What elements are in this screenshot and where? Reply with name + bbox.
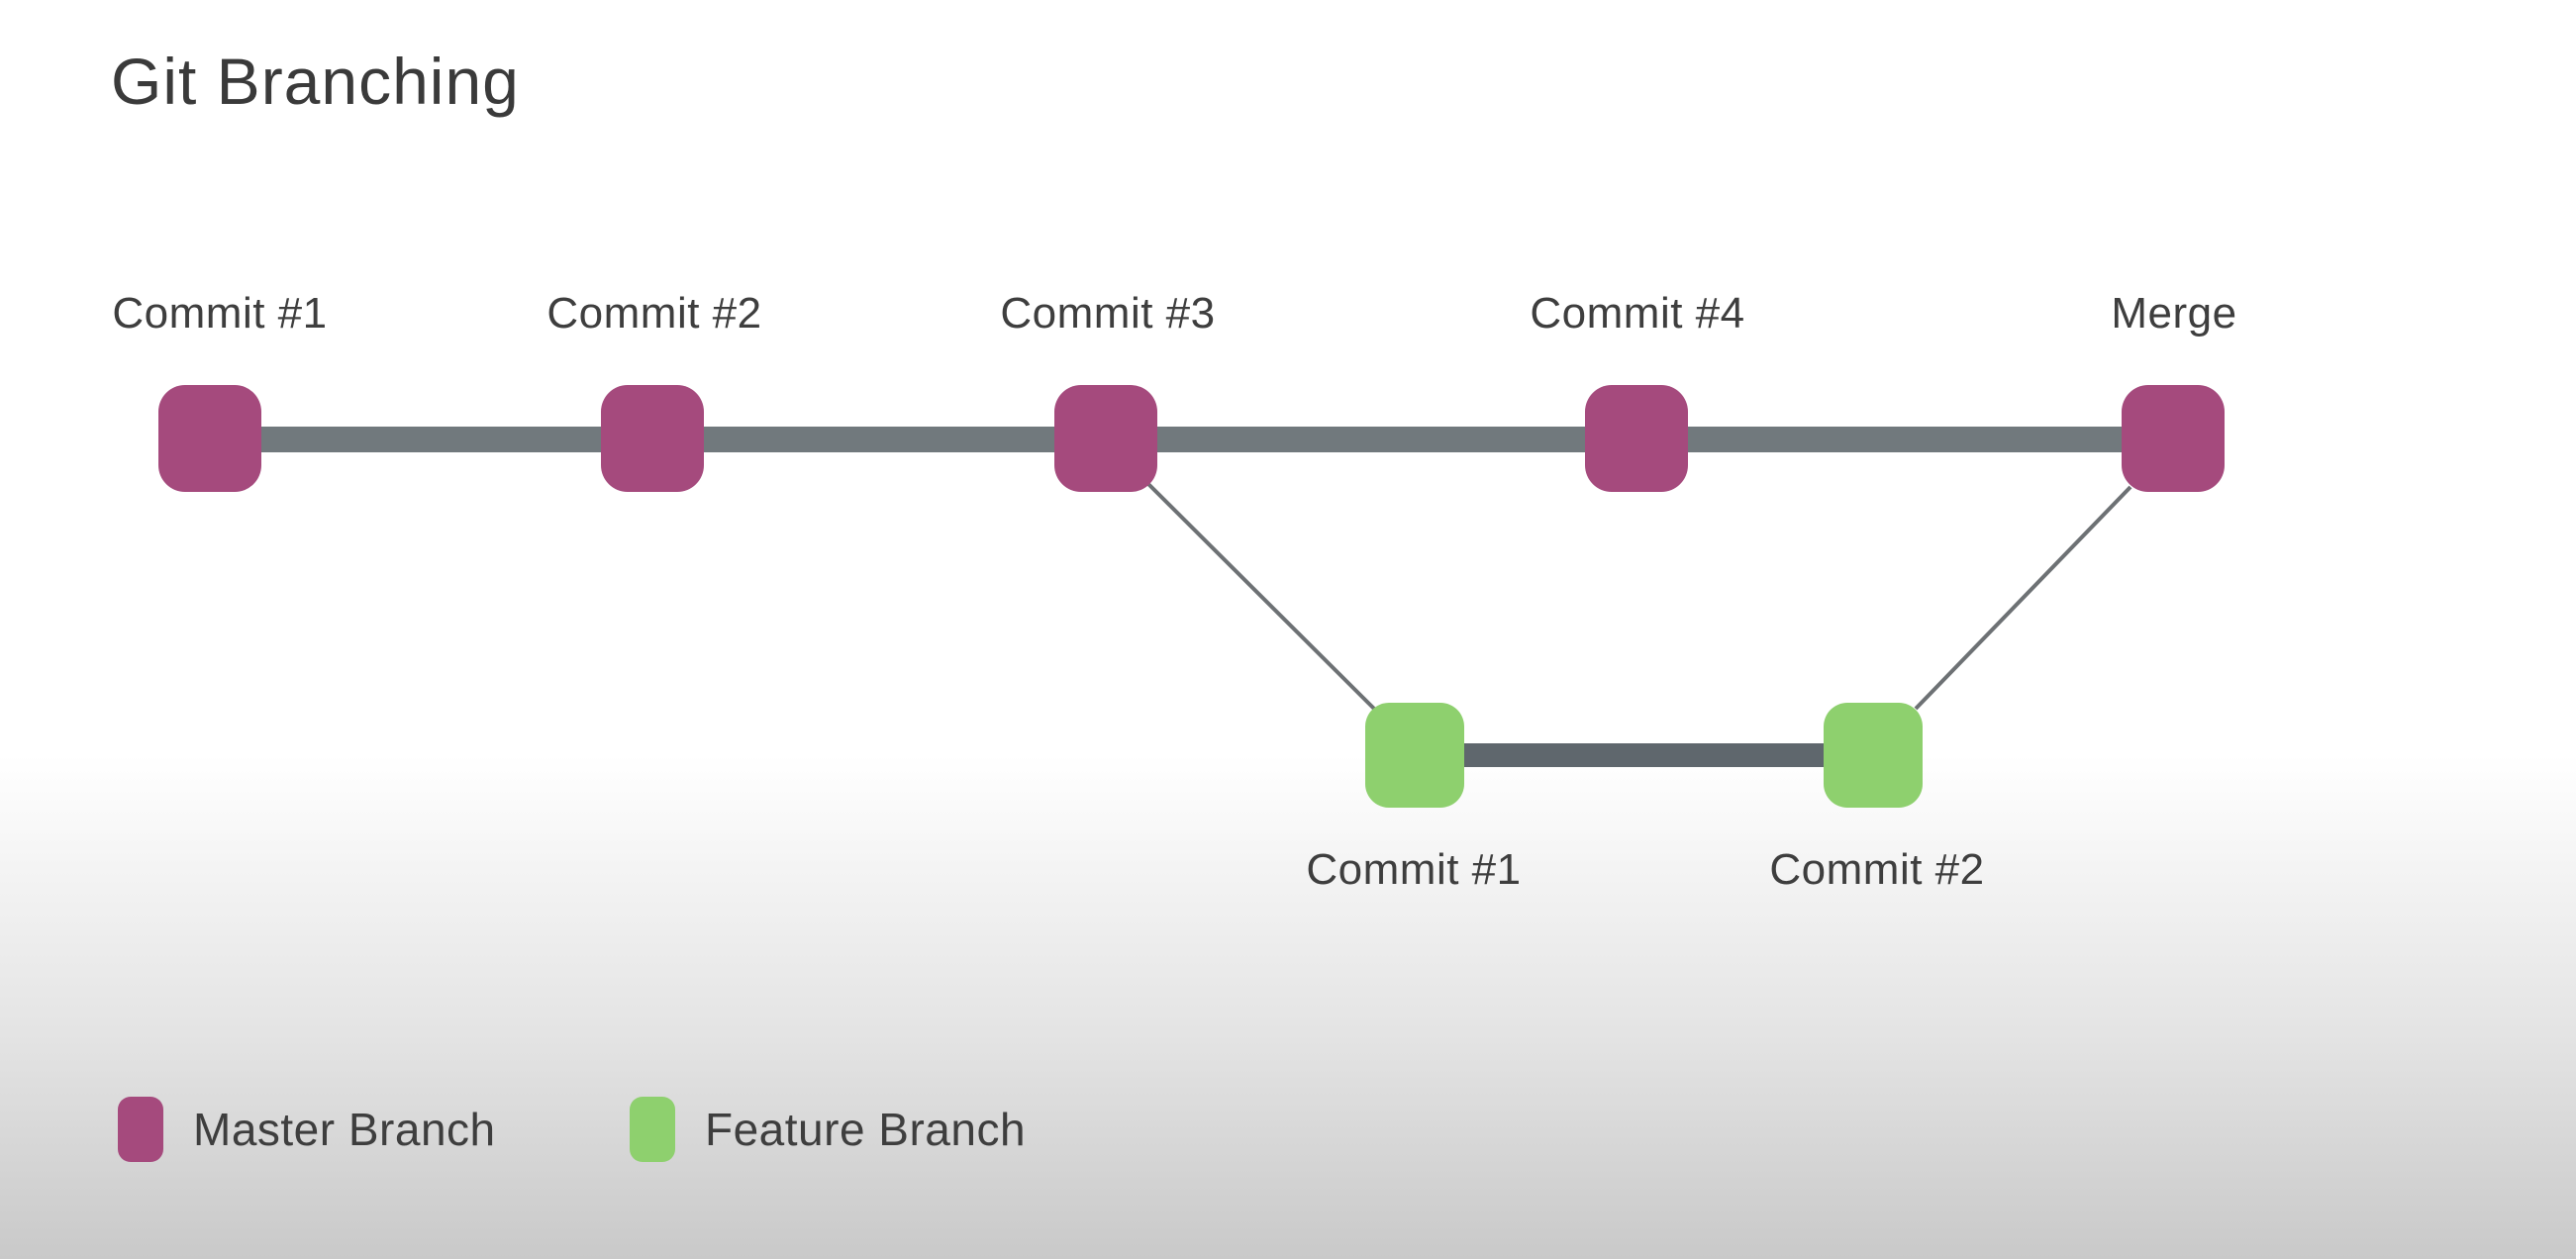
feature-branch-swatch (630, 1097, 675, 1162)
master-commit-node-3 (1054, 385, 1157, 492)
merge-node (2122, 385, 2225, 492)
feature-commit-label-2: Commit #2 (1769, 845, 1985, 894)
feature-branch-line (1415, 743, 1873, 767)
master-branch-line (210, 427, 2173, 452)
master-commit-label-3: Commit #3 (1000, 289, 1216, 338)
legend-item-master: Master Branch (118, 1095, 496, 1164)
legend: Master Branch Feature Branch (0, 1095, 2576, 1164)
master-commit-label-1: Commit #1 (112, 289, 328, 338)
master-commit-label-2: Commit #2 (546, 289, 762, 338)
legend-item-feature: Feature Branch (630, 1095, 1026, 1164)
merge-in-connector (1914, 485, 2132, 711)
master-commit-node-2 (601, 385, 704, 492)
feature-commit-node-1 (1365, 703, 1464, 808)
page-title: Git Branching (111, 45, 520, 118)
master-branch-swatch (118, 1097, 163, 1162)
legend-label-feature: Feature Branch (705, 1104, 1027, 1155)
feature-commit-label-1: Commit #1 (1306, 845, 1522, 894)
merge-label: Merge (2111, 289, 2237, 338)
master-commit-node-4 (1585, 385, 1688, 492)
master-commit-label-4: Commit #4 (1530, 289, 1745, 338)
master-commit-node-1 (158, 385, 261, 492)
feature-commit-node-2 (1824, 703, 1923, 808)
branch-out-connector (1145, 481, 1378, 713)
legend-label-master: Master Branch (193, 1104, 496, 1155)
